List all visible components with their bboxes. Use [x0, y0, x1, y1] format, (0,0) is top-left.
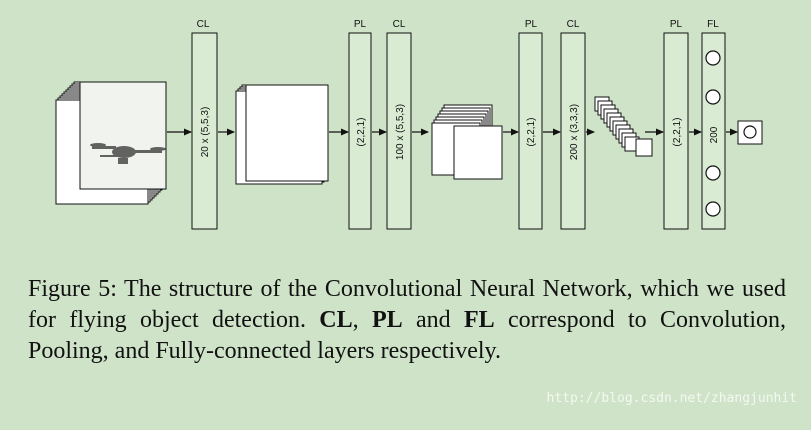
cl-label: CL: [197, 19, 210, 30]
feature-maps-1: [235, 84, 329, 185]
fl-label: FL: [707, 19, 719, 30]
neuron-node: [705, 165, 721, 181]
output-node: [737, 120, 763, 145]
drone-icon: [90, 143, 166, 164]
cl-label: CL: [567, 19, 580, 30]
conv-layer-1: CL 20 x (5,5,3): [191, 19, 218, 230]
pool3-params: (2,2,1): [672, 118, 683, 147]
cl-label: CL: [393, 19, 406, 30]
conv3-params: 200 x (3,3,3): [569, 104, 580, 160]
caption-text: Figure 5: The structure of the Convoluti…: [28, 276, 786, 333]
pl-label: PL: [525, 19, 538, 30]
pool-layer-1: PL (2,2,1): [348, 19, 372, 230]
neuron-node: [705, 89, 721, 105]
pool2-params: (2,2,1): [526, 118, 537, 147]
caption-bold-cl: CL: [319, 307, 353, 333]
cnn-diagram: CL 20 x (5,5,3) PL (2,2,1) CL 100 x (5,5…: [55, 19, 763, 230]
conv1-params: 20 x (5,5,3): [200, 107, 211, 158]
watermark: http://blog.csdn.net/zhangjunhit: [546, 391, 797, 406]
feature-maps-2: [431, 104, 503, 180]
pool-layer-3: PL (2,2,1): [663, 19, 689, 230]
conv-layer-2: CL 100 x (5,5,3): [386, 19, 412, 230]
caption-bold-fl: FL: [464, 307, 495, 333]
feature-maps-3: [594, 96, 653, 157]
pool1-params: (2,2,1): [356, 118, 367, 147]
neuron-node: [705, 201, 721, 217]
caption-text: correspond to Convolution, Pooling, and …: [28, 307, 787, 364]
pool-layer-2: PL (2,2,1): [518, 19, 543, 230]
caption-text: and: [402, 307, 464, 333]
pl-label: PL: [670, 19, 683, 30]
fc-units: 200: [709, 126, 720, 143]
input-image-stack: [55, 81, 167, 205]
neuron-node: [705, 50, 721, 66]
conv-layer-3: CL 200 x (3,3,3): [560, 19, 586, 230]
figure-caption: Figure 5: The structure of the Convoluti…: [28, 274, 786, 367]
caption-text: ,: [352, 307, 372, 333]
pl-label: PL: [354, 19, 367, 30]
caption-bold-pl: PL: [371, 307, 403, 333]
fully-connected-layer: FL 200: [701, 19, 726, 230]
conv2-params: 100 x (5,5,3): [395, 104, 406, 160]
